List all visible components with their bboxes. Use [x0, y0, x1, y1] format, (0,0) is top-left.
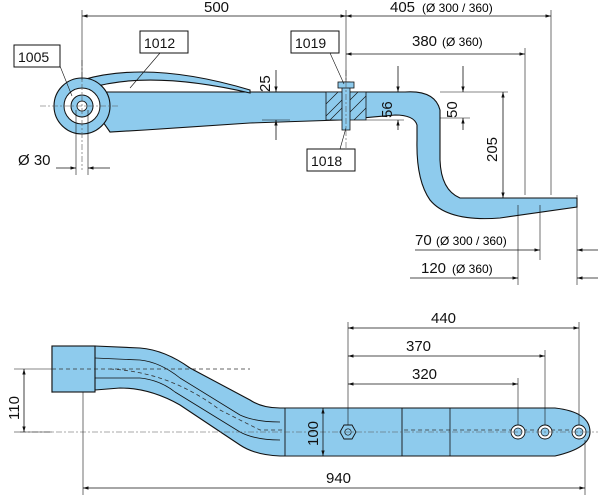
dim-25: 25 — [257, 75, 274, 92]
dim-50: 50 — [444, 101, 461, 118]
dim-205: 205 — [484, 137, 501, 162]
part-1019: 1019 — [295, 35, 326, 51]
dim-70-note: (Ø 300 / 360) — [436, 234, 507, 248]
part-1018-box — [306, 148, 356, 172]
dim-405: 405 — [390, 0, 415, 16]
dim-500: 500 — [204, 0, 229, 16]
top-arm-inner-1 — [94, 357, 281, 423]
part-1005: 1005 — [18, 49, 49, 65]
dim-120-note: (Ø 360) — [452, 262, 493, 276]
dim-405-note: (Ø 300 / 360) — [422, 1, 493, 15]
dim-380-note: (Ø 360) — [442, 35, 483, 49]
dim-320: 320 — [412, 366, 437, 383]
dim-940: 940 — [326, 470, 351, 487]
dim-70: 70 — [415, 232, 432, 249]
side-dimensions: 500 405 (Ø 300 / 360) 380 (Ø 360) 25 56 … — [18, 0, 598, 285]
part-1005-box — [13, 44, 61, 68]
dim-dia-30: Ø 30 — [18, 152, 51, 169]
dim-100: 100 — [305, 421, 322, 446]
dim-120: 120 — [421, 260, 446, 277]
dim-110: 110 — [6, 396, 23, 420]
top-arm-inner-2 — [95, 377, 281, 441]
top-dimensions: 440 370 320 110 100 940 — [6, 310, 586, 495]
part-callouts: 1005 1012 1019 1018 — [13, 30, 356, 172]
part-1019-box — [290, 30, 340, 54]
side-leaf-spring — [80, 71, 251, 94]
part-1012: 1012 — [144, 35, 175, 51]
part-1012-box — [139, 30, 189, 54]
dim-380: 380 — [412, 33, 437, 50]
part-1018: 1018 — [311, 153, 342, 169]
side-arm-body — [80, 91, 578, 220]
dim-440: 440 — [431, 310, 456, 327]
dim-56: 56 — [379, 101, 396, 118]
dim-370: 370 — [406, 338, 431, 355]
